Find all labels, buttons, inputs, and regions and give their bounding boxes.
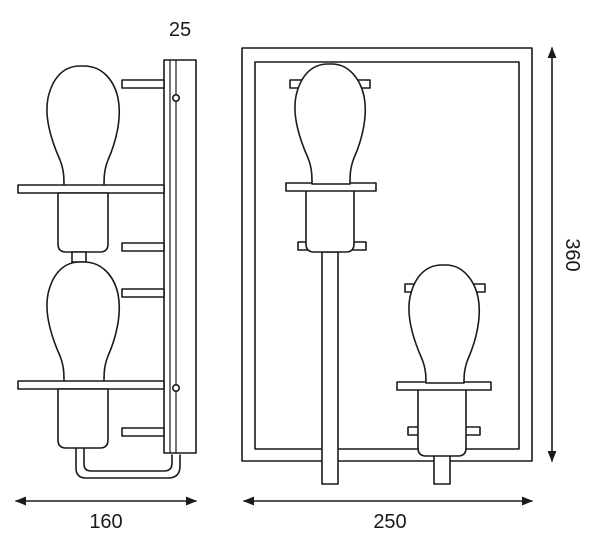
side-mount-stubs [121, 79, 165, 437]
side-view: 160 25 [14, 19, 198, 533]
front-left-lamp [285, 63, 377, 485]
side-upper-socket [57, 192, 109, 253]
front-right-bulb [408, 264, 481, 384]
front-left-rod [321, 251, 339, 485]
front-right-socket [417, 388, 467, 457]
side-upper-lamp [17, 65, 165, 263]
front-inner-frame [254, 61, 520, 450]
front-right-rod [433, 454, 451, 485]
side-lower-socket [57, 388, 109, 449]
front-left-bulb [294, 63, 367, 185]
front-outer-frame [241, 47, 533, 462]
front-height-label: 360 [561, 238, 583, 271]
front-width-label: 250 [373, 511, 406, 533]
front-view: 250 360 [241, 46, 583, 533]
side-wall-plate [163, 59, 197, 454]
front-right-lamp [396, 264, 492, 485]
side-curved-rod [75, 447, 181, 479]
screw-icon [172, 94, 181, 103]
side-width-label: 160 [89, 511, 122, 533]
side-depth-label: 25 [169, 19, 191, 41]
side-lower-lamp [17, 261, 165, 449]
side-lower-shelf [17, 380, 165, 390]
front-left-socket [305, 189, 355, 253]
side-upper-shelf [17, 184, 165, 194]
screw-icon [172, 383, 181, 392]
